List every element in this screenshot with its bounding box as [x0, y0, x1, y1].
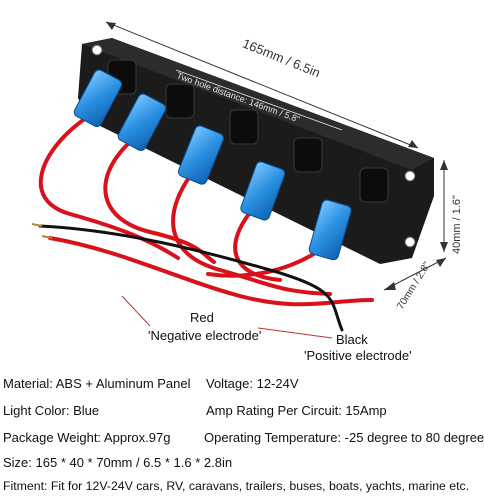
blue-connector-2 — [117, 93, 167, 151]
switch-rocker-2 — [165, 83, 195, 119]
switch-rocker-5 — [359, 167, 389, 203]
spec-light-color: Light Color: Blue — [3, 403, 100, 418]
blue-connector-4 — [240, 161, 286, 221]
spec-material: Material: ABS + Aluminum Panel — [3, 376, 191, 391]
height-dimension: 40mm / 1.6" — [440, 160, 463, 254]
spec-amp-rating: Amp Rating Per Circuit: 15Amp — [206, 403, 387, 418]
spec-list: Material: ABS + Aluminum Panel Voltage: … — [0, 370, 484, 496]
spec-operating-temperature: Operating Temperature: -25 degree to 80 … — [204, 430, 484, 445]
mount-hole-icon — [91, 44, 103, 56]
red-description: 'Negative electrode' — [148, 328, 261, 343]
wire-tips — [31, 223, 53, 239]
switch-rocker-4 — [293, 137, 323, 173]
height-dimension-label: 40mm / 1.6" — [451, 195, 463, 254]
blue-connector-3 — [177, 125, 224, 185]
blue-connector-5 — [308, 199, 352, 261]
spec-package-weight: Package Weight: Approx.97g — [3, 430, 171, 445]
red-callout: Red 'Negative electrode' — [121, 295, 261, 343]
mount-hole-icon — [404, 170, 416, 182]
spec-voltage: Voltage: 12-24V — [206, 376, 299, 391]
depth-dimension-label: 70mm / 2.8" — [395, 260, 433, 312]
spec-fitment: Fitment: Fit for 12V-24V cars, RV, carav… — [3, 479, 470, 493]
black-description: 'Positive electrode' — [304, 348, 412, 363]
depth-dimension: 70mm / 2.8" — [383, 257, 447, 312]
black-callout: Black 'Positive electrode' — [257, 327, 412, 363]
width-dimension-label: 165mm / 6.5in — [240, 36, 322, 81]
red-label: Red — [190, 310, 214, 325]
red-wires — [38, 116, 374, 307]
switch-rocker-3 — [229, 109, 259, 145]
switch-panel-illustration: 165mm / 6.5in Two hole distance: 146mm /… — [31, 21, 463, 363]
black-label: Black — [336, 332, 368, 347]
blue-connector-1 — [73, 69, 123, 127]
black-wire — [38, 224, 344, 332]
mount-hole-icon — [404, 236, 416, 248]
spec-size: Size: 165 * 40 * 70mm / 6.5 * 1.6 * 2.8i… — [3, 455, 233, 470]
